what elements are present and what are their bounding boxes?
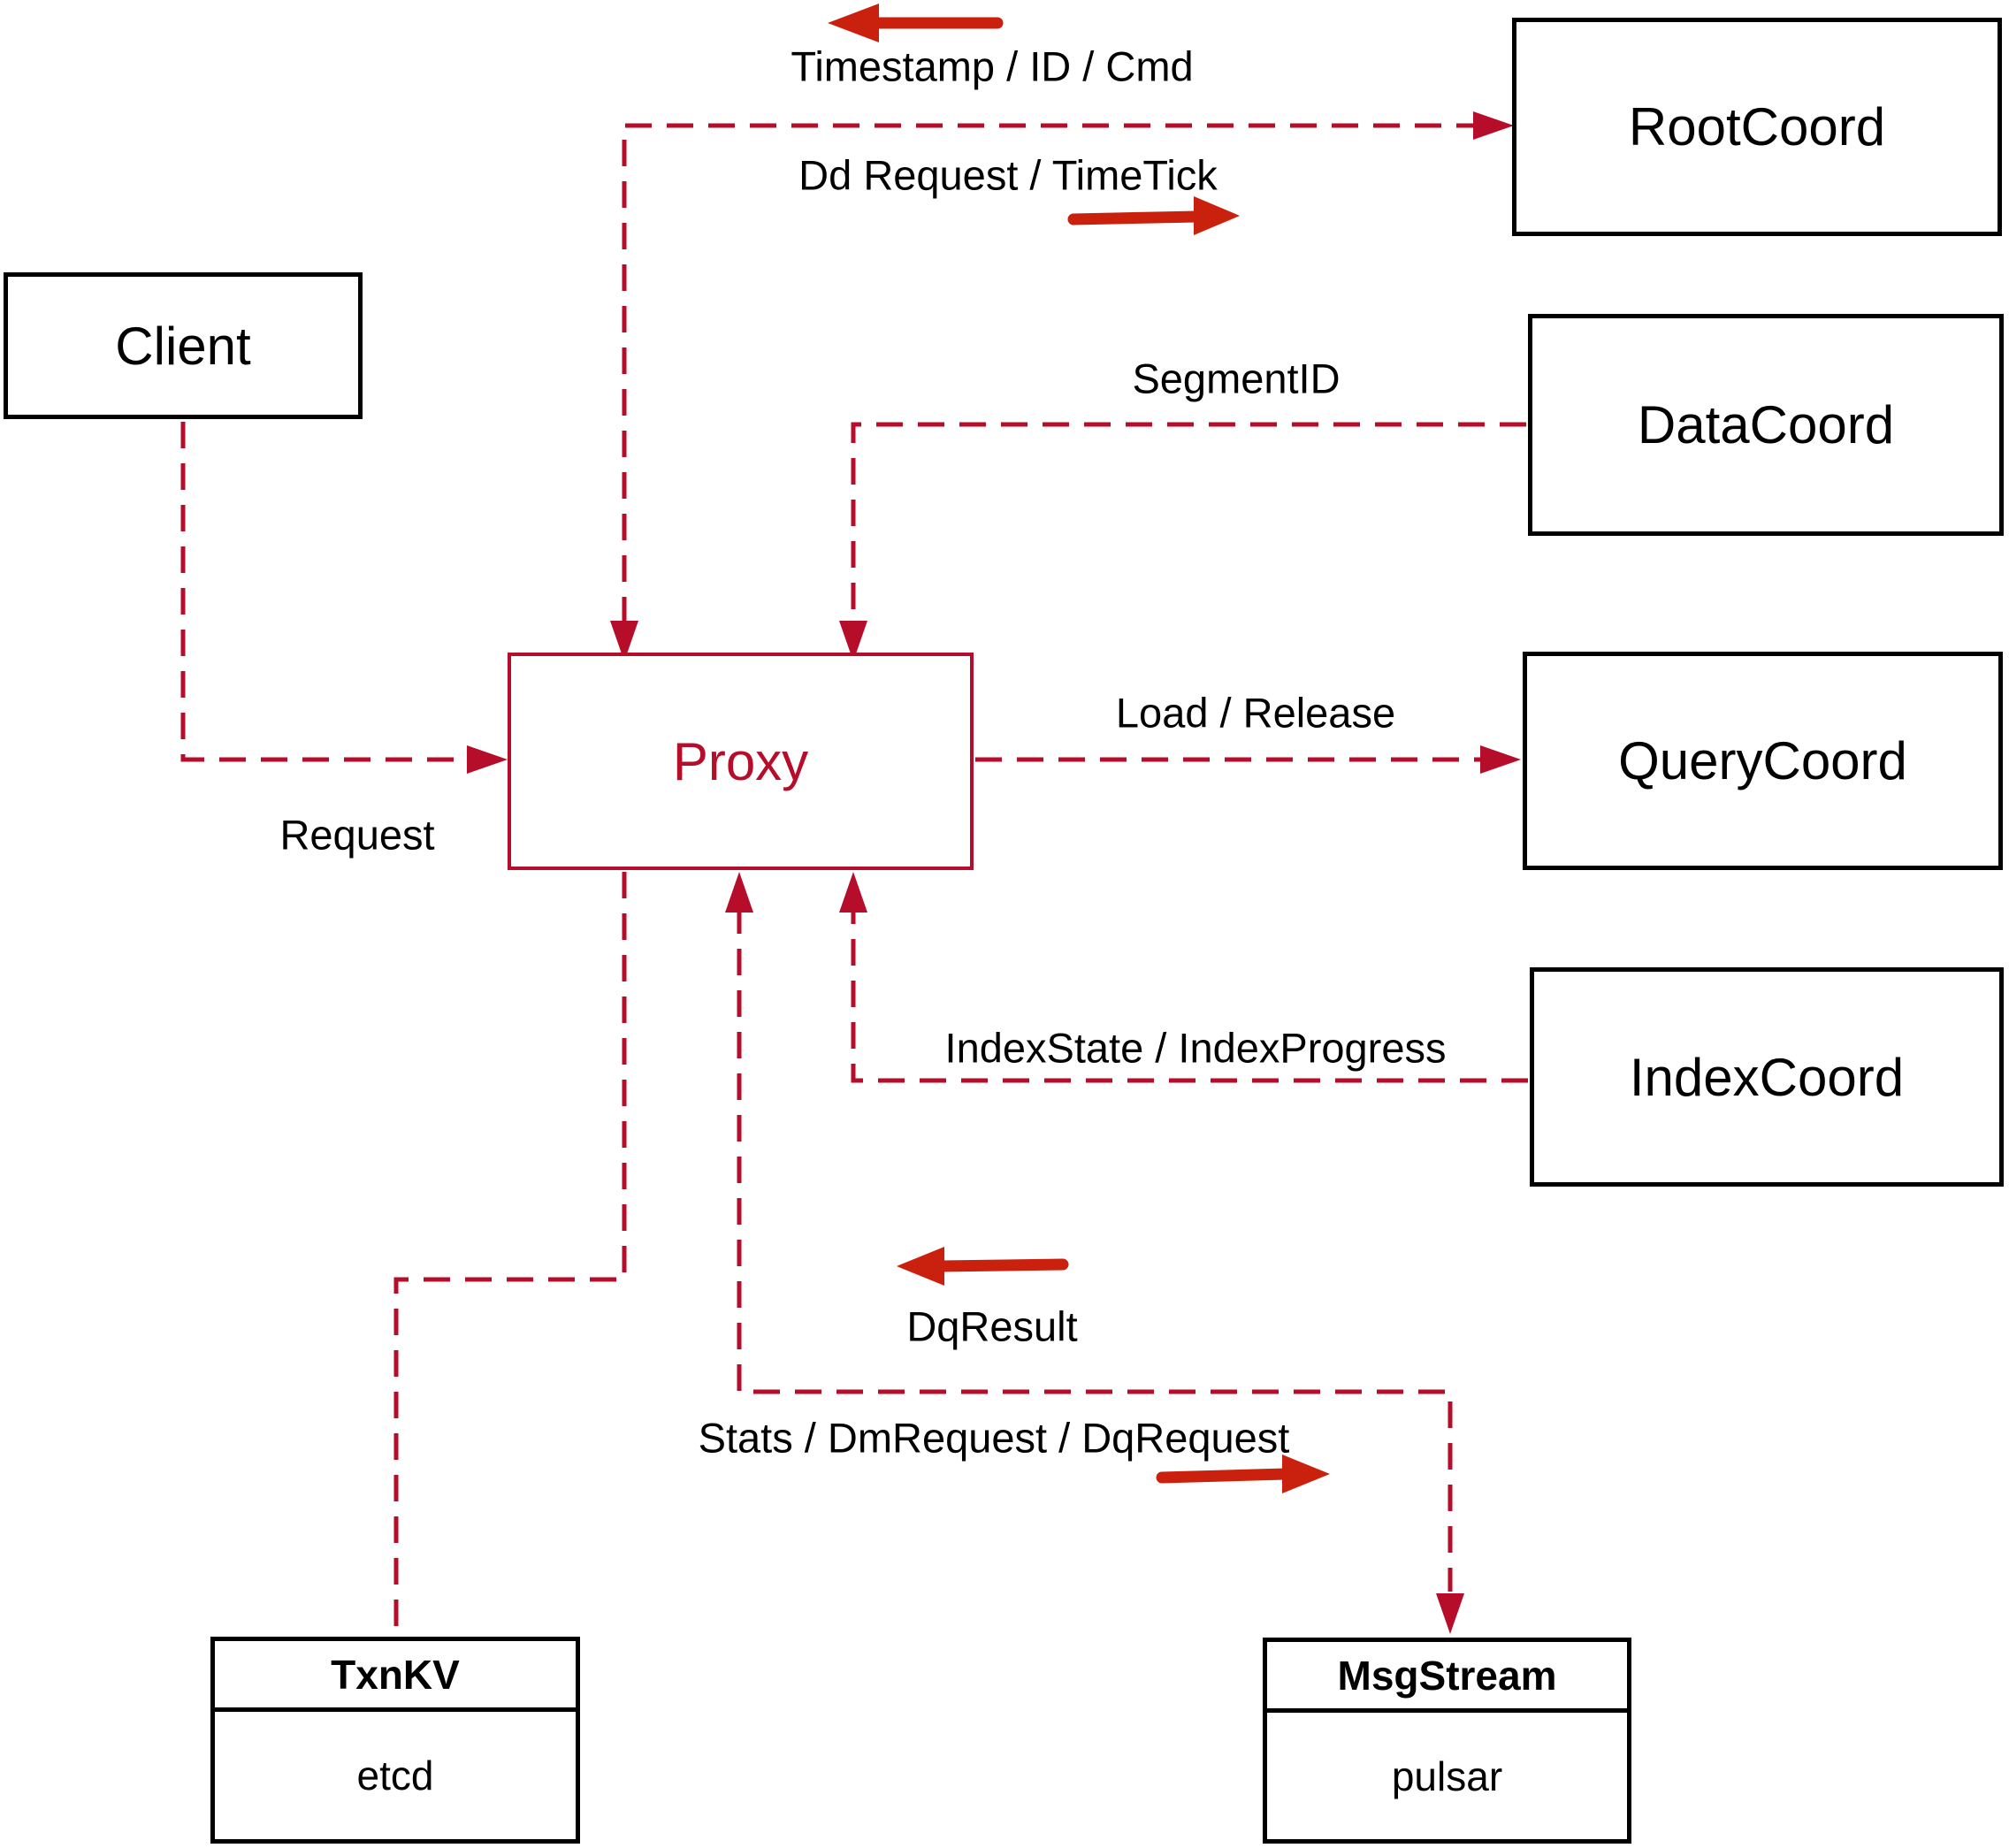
- node-txnkv: TxnKV etcd: [210, 1637, 580, 1844]
- edge-label-request: Request: [279, 811, 435, 859]
- edge-label-indexstate-indexprogress: IndexState / IndexProgress: [944, 1024, 1447, 1072]
- arrowhead-client-to-proxy: [467, 745, 508, 774]
- edge-label-dd-request-timetick: Dd Request / TimeTick: [798, 151, 1218, 199]
- node-txnkv-title: TxnKV: [215, 1641, 576, 1712]
- direction-arrow-right-stats: [1156, 1455, 1330, 1493]
- node-datacoord: DataCoord: [1528, 314, 2004, 536]
- node-client-label: Client: [115, 316, 251, 376]
- edge-label-dqresult: DqResult: [906, 1302, 1078, 1350]
- edge-datacoord-proxy: [851, 422, 1526, 630]
- node-indexcoord-label: IndexCoord: [1629, 1047, 1905, 1107]
- node-client: Client: [4, 272, 363, 419]
- arrowhead-proxy-to-msgstream: [1436, 1593, 1464, 1634]
- arrowhead-proxy-to-querycoord: [1480, 745, 1521, 774]
- edge-proxy-txnkv: [393, 872, 627, 1635]
- arrowhead-msgstream-to-proxy: [725, 872, 753, 913]
- node-rootcoord-label: RootCoord: [1628, 97, 1886, 157]
- direction-arrow-right-ddrequest: [1067, 196, 1240, 235]
- node-datacoord-label: DataCoord: [1637, 395, 1895, 454]
- edge-proxy-msgstream: [737, 907, 1453, 1592]
- arrowhead-proxy-to-rootcoord: [1473, 111, 1514, 140]
- edge-label-segmentid: SegmentID: [1132, 355, 1341, 402]
- node-txnkv-subtitle: etcd: [356, 1753, 434, 1798]
- edge-indexcoord-proxy: [851, 907, 1528, 1083]
- direction-arrow-left-timestamp: [828, 4, 1004, 42]
- node-msgstream-subtitle: pulsar: [1391, 1753, 1503, 1799]
- node-msgstream: MsgStream pulsar: [1263, 1638, 1631, 1844]
- edge-label-stats-dmrequest-dqrequest: Stats / DmRequest / DqRequest: [698, 1414, 1290, 1462]
- node-rootcoord: RootCoord: [1512, 18, 2002, 236]
- edge-label-load-release: Load / Release: [1115, 689, 1396, 737]
- node-querycoord-label: QueryCoord: [1618, 731, 1907, 790]
- arrowhead-datacoord-to-proxy: [839, 621, 867, 661]
- node-msgstream-title: MsgStream: [1267, 1642, 1627, 1713]
- edge-label-timestamp-id-cmd: Timestamp / ID / Cmd: [791, 42, 1194, 90]
- node-proxy: Proxy: [508, 653, 974, 870]
- arrowhead-indexcoord-to-proxy: [839, 872, 867, 913]
- edge-proxy-rootcoord: [622, 123, 1478, 665]
- arrowhead-rootcoord-to-proxy: [610, 621, 638, 661]
- direction-arrow-left-dqresult: [897, 1247, 1069, 1286]
- node-querycoord: QueryCoord: [1523, 652, 2003, 870]
- edge-client-proxy: [180, 422, 472, 762]
- node-indexcoord: IndexCoord: [1530, 967, 2004, 1187]
- node-proxy-label: Proxy: [672, 731, 809, 791]
